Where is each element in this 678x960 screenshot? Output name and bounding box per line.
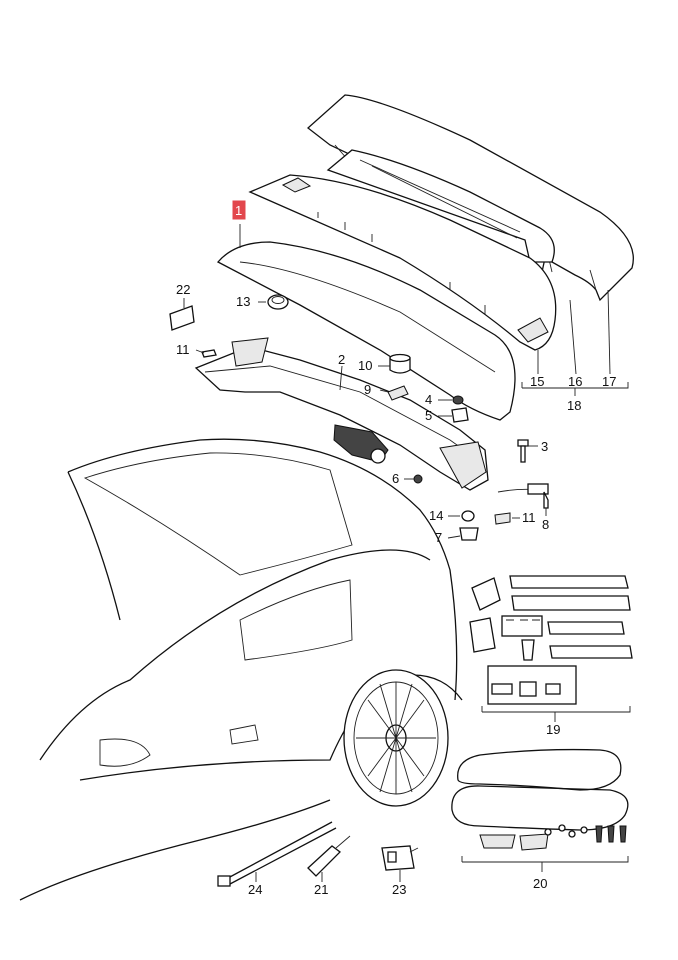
seal-kit-20[interactable] bbox=[451, 748, 629, 851]
callout-11-left[interactable]: 11 bbox=[176, 342, 190, 357]
buffer-10[interactable] bbox=[389, 353, 411, 374]
tool-21[interactable] bbox=[307, 835, 351, 877]
label-22[interactable] bbox=[169, 305, 195, 331]
bolt-3[interactable] bbox=[517, 439, 529, 463]
callout-4[interactable]: 4 bbox=[425, 392, 432, 407]
nut-4[interactable] bbox=[452, 395, 464, 405]
nut-6[interactable] bbox=[413, 474, 423, 484]
callout-20[interactable]: 20 bbox=[533, 876, 547, 891]
callout-23[interactable]: 23 bbox=[392, 882, 406, 897]
cable-8[interactable] bbox=[497, 483, 549, 509]
clip-11-left[interactable] bbox=[201, 349, 217, 358]
callout-7[interactable]: 7 bbox=[435, 530, 442, 545]
callout-16[interactable]: 16 bbox=[568, 374, 582, 389]
callout-3[interactable]: 3 bbox=[541, 439, 548, 454]
callout-9[interactable]: 9 bbox=[364, 382, 371, 397]
spoiler-middle-panel-16[interactable] bbox=[326, 149, 555, 263]
grommet-14[interactable] bbox=[461, 510, 475, 522]
callout-1[interactable]: 1 bbox=[235, 203, 242, 218]
callout-17[interactable]: 17 bbox=[602, 374, 616, 389]
callout-21[interactable]: 21 bbox=[314, 882, 328, 897]
connector-23[interactable] bbox=[381, 845, 419, 871]
callout-8[interactable]: 8 bbox=[542, 517, 549, 532]
callout-14[interactable]: 14 bbox=[429, 508, 443, 523]
bush-5[interactable] bbox=[451, 407, 469, 423]
cable-tie-24[interactable] bbox=[217, 821, 337, 887]
cap-7[interactable] bbox=[459, 527, 479, 541]
callout-5[interactable]: 5 bbox=[425, 408, 432, 423]
callout-13[interactable]: 13 bbox=[236, 294, 250, 309]
callout-18[interactable]: 18 bbox=[567, 398, 581, 413]
pad-9[interactable] bbox=[387, 385, 409, 401]
callout-22[interactable]: 22 bbox=[176, 282, 190, 297]
spoiler-carrier-2[interactable] bbox=[194, 337, 489, 491]
callout-10[interactable]: 10 bbox=[358, 358, 372, 373]
callout-24[interactable]: 24 bbox=[248, 882, 262, 897]
clip-11-right[interactable] bbox=[494, 512, 511, 525]
callout-19[interactable]: 19 bbox=[546, 722, 560, 737]
plug-13[interactable] bbox=[267, 294, 289, 310]
callout-15[interactable]: 15 bbox=[530, 374, 544, 389]
leader-lines bbox=[183, 224, 631, 882]
callout-6[interactable]: 6 bbox=[392, 471, 399, 486]
callout-2[interactable]: 2 bbox=[338, 352, 345, 367]
selected-callout-highlight bbox=[232, 200, 246, 220]
spoiler-lower-panel-1[interactable] bbox=[216, 241, 516, 421]
car-body bbox=[19, 438, 463, 901]
spoiler-wing-panel-15[interactable] bbox=[248, 174, 557, 351]
callout-11-right[interactable]: 11 bbox=[522, 510, 536, 525]
trim-kit-19[interactable] bbox=[469, 575, 633, 705]
